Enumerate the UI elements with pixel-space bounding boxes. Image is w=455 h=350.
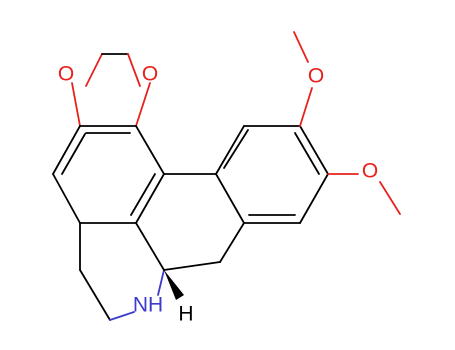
oxygen-dioxole-left-label: O <box>58 63 74 86</box>
bond-ring-to-o-top <box>299 87 313 127</box>
bond-p5 <box>135 222 165 271</box>
bond-ch2-to-o-right <box>127 53 141 87</box>
bond-p4 <box>157 269 165 296</box>
bond-a5 <box>52 173 81 224</box>
bond-c4 <box>163 261 221 271</box>
bond-a3-double <box>130 173 156 216</box>
bond-a2 <box>135 125 165 175</box>
oxygen-methoxy-top-label: O <box>308 65 324 88</box>
bond-a6 <box>52 125 81 175</box>
oxygen-methoxy-bottom-label: O <box>362 160 378 183</box>
bond-o-top-to-methyl <box>293 31 309 63</box>
bond-o-right-to-ring <box>135 82 151 127</box>
dioxole-bonds <box>71 53 151 127</box>
bond-p3 <box>109 311 135 321</box>
bond-c2 <box>215 173 245 224</box>
bond-d3-double <box>294 132 320 175</box>
ring-c-bonds <box>163 173 245 271</box>
bond-d1-double <box>223 129 249 169</box>
bond-p2 <box>79 269 111 321</box>
bond-o-bottom-to-methyl <box>379 181 401 215</box>
ring-a-bonds <box>52 125 165 224</box>
bond-a6-double <box>61 133 86 175</box>
hydrogen-stereo-label: H <box>178 303 193 326</box>
bond-d1 <box>215 125 245 175</box>
nitrogen-amine-label: NH <box>133 294 163 317</box>
bond-d4 <box>299 173 329 224</box>
bond-a3 <box>135 173 165 224</box>
oxygen-dioxole-right-label: O <box>142 63 158 86</box>
bond-c3 <box>219 222 245 263</box>
stereo-wedge-bond <box>164 270 184 300</box>
bond-o-left-to-ring <box>71 82 81 127</box>
ring-d-bonds <box>215 125 329 224</box>
piperidine-bonds <box>79 222 165 321</box>
bond-d3 <box>299 125 329 175</box>
methoxy-bonds <box>293 31 401 215</box>
bond-o-left-to-ch2 <box>85 53 103 87</box>
